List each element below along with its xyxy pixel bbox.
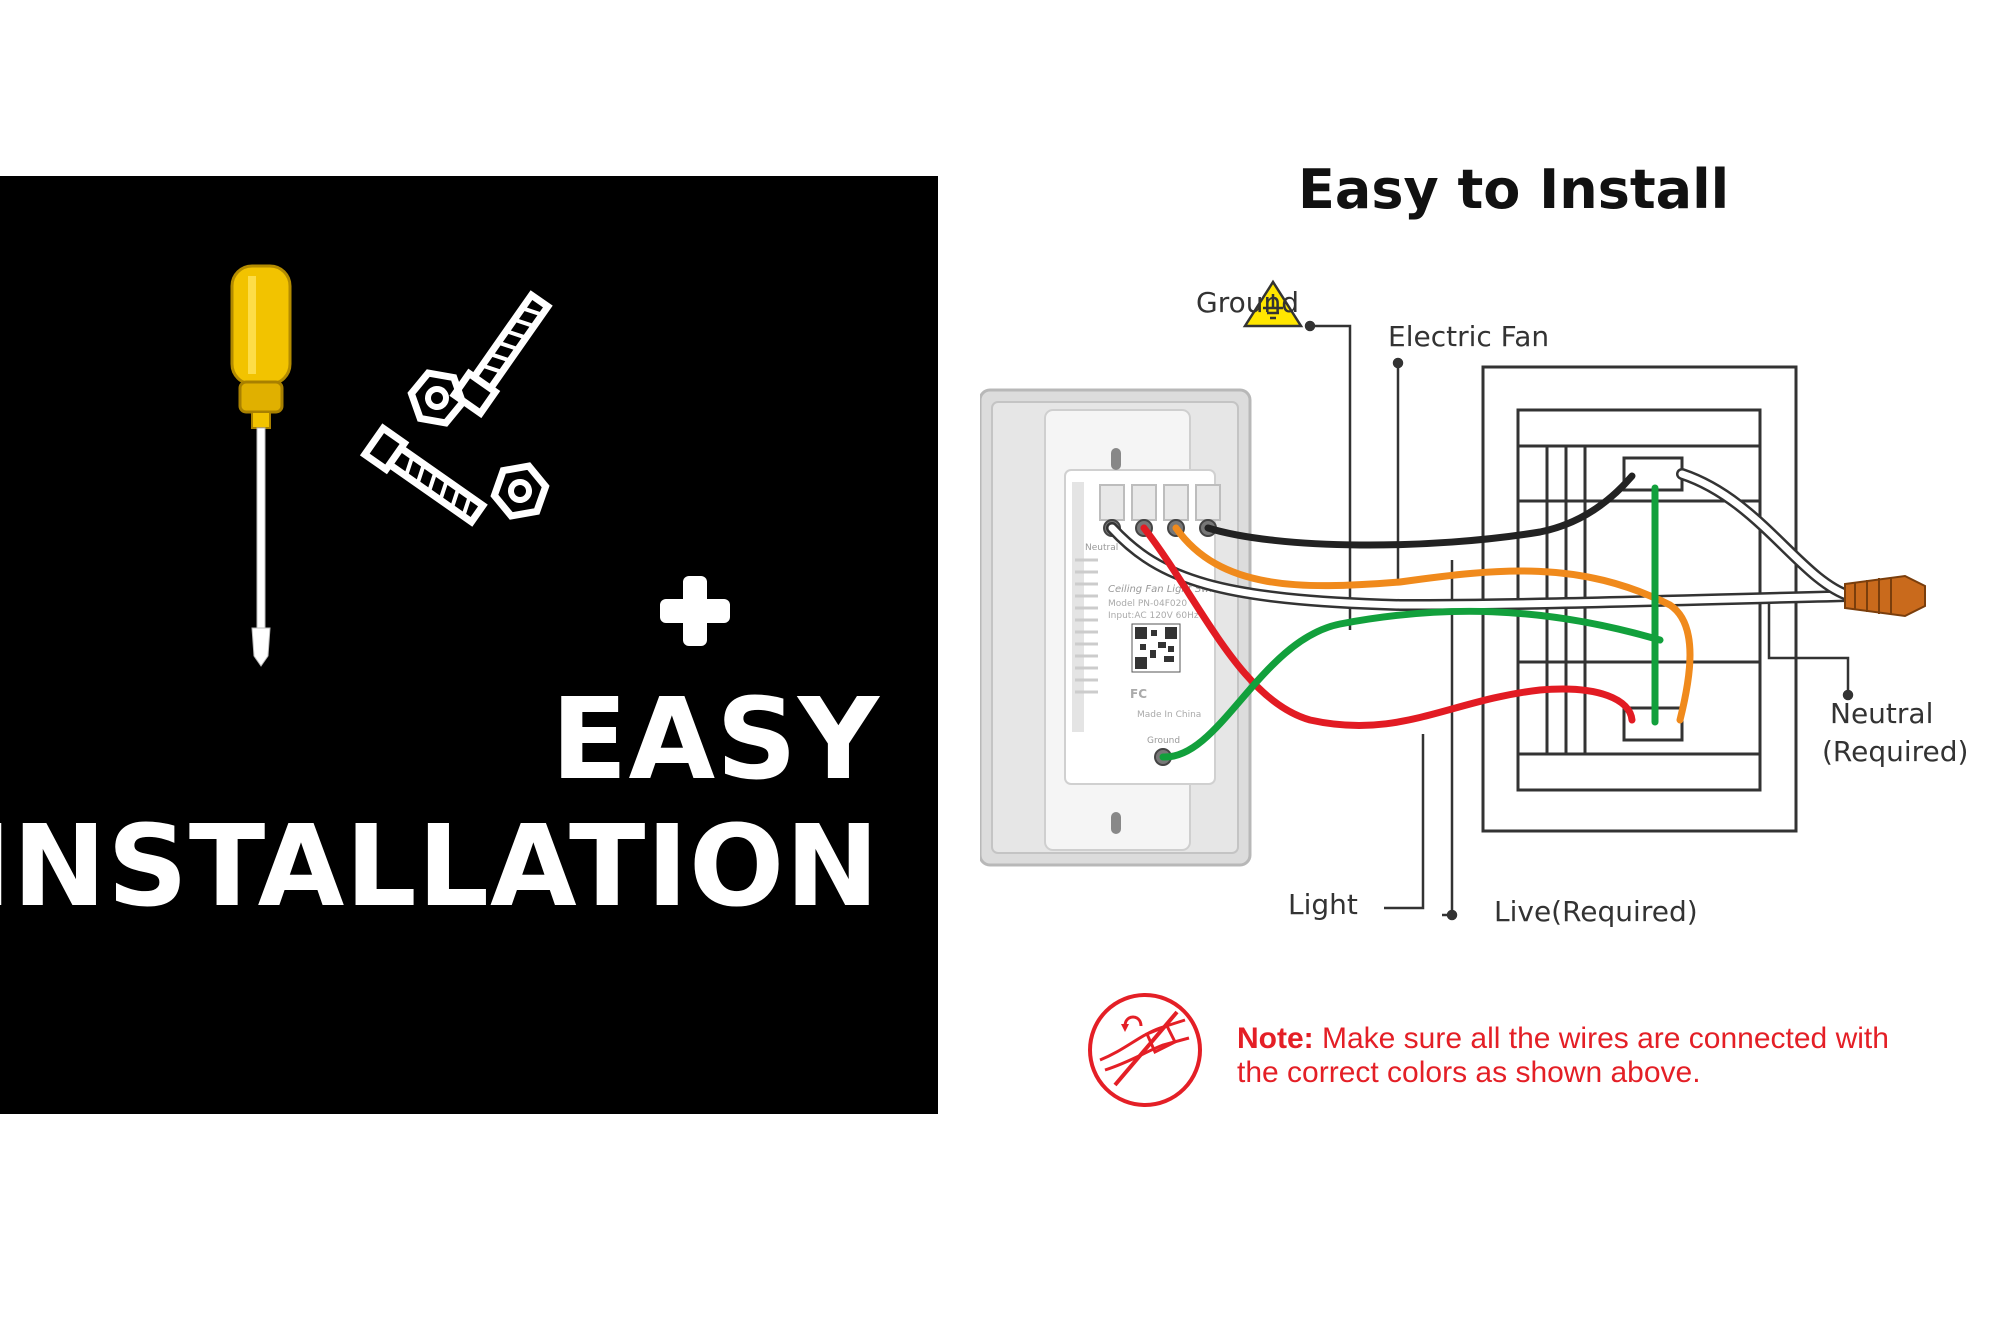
neutral-terminal-label: Neutral (1085, 543, 1118, 553)
leader-lines (1304, 320, 1854, 921)
note-body: Make sure all the wires are connected wi… (1237, 1022, 1889, 1089)
wire-nut-icon (1844, 574, 1926, 618)
electric-fan-label: Electric Fan (1388, 320, 1550, 353)
switch-origin: Made In China (1137, 710, 1201, 720)
ground-label: Ground (1196, 286, 1299, 319)
plus-icon (660, 576, 730, 646)
headline-easy: EASY (551, 675, 880, 805)
live-label: Live(Required) (1494, 895, 1698, 928)
ground-warning-icon (1242, 279, 1304, 328)
tools-illustration (230, 264, 553, 667)
easy-installation-panel: EASY INSTALLATION (0, 176, 938, 1114)
bolt-icon (449, 290, 553, 419)
neutral-required-label: (Required) (1822, 735, 1969, 768)
diagram-title: Easy to Install (1298, 158, 1730, 221)
bolt-icon (359, 423, 488, 527)
hex-nut-icon (490, 462, 550, 520)
wires (1106, 468, 1856, 761)
wire-twist-warning-icon (1088, 993, 1202, 1107)
smart-switch: Neutral Ceiling Fan Light Switch Model P… (980, 388, 1252, 867)
headline-installation: INSTALLATION (0, 802, 880, 932)
switch-model: Model PN-04F020 (1108, 599, 1187, 609)
neutral-label: Neutral (1830, 697, 1934, 730)
note-label: Note: (1237, 1022, 1314, 1055)
ground-terminal-label: Ground (1147, 736, 1180, 746)
switch-product-name: Ceiling Fan Light Switch (1108, 584, 1228, 595)
screwdriver-icon (230, 264, 292, 667)
switch-input: Input:AC 120V 60Hz (1108, 611, 1199, 621)
svg-text:FC: FC (1130, 687, 1147, 701)
wiring-diagram: Neutral Ceiling Fan Light Switch Model P… (980, 279, 1926, 921)
installation-note: Note: Make sure all the wires are connec… (1237, 1022, 1937, 1090)
qr-code-icon (1131, 623, 1181, 673)
light-label: Light (1288, 888, 1358, 921)
